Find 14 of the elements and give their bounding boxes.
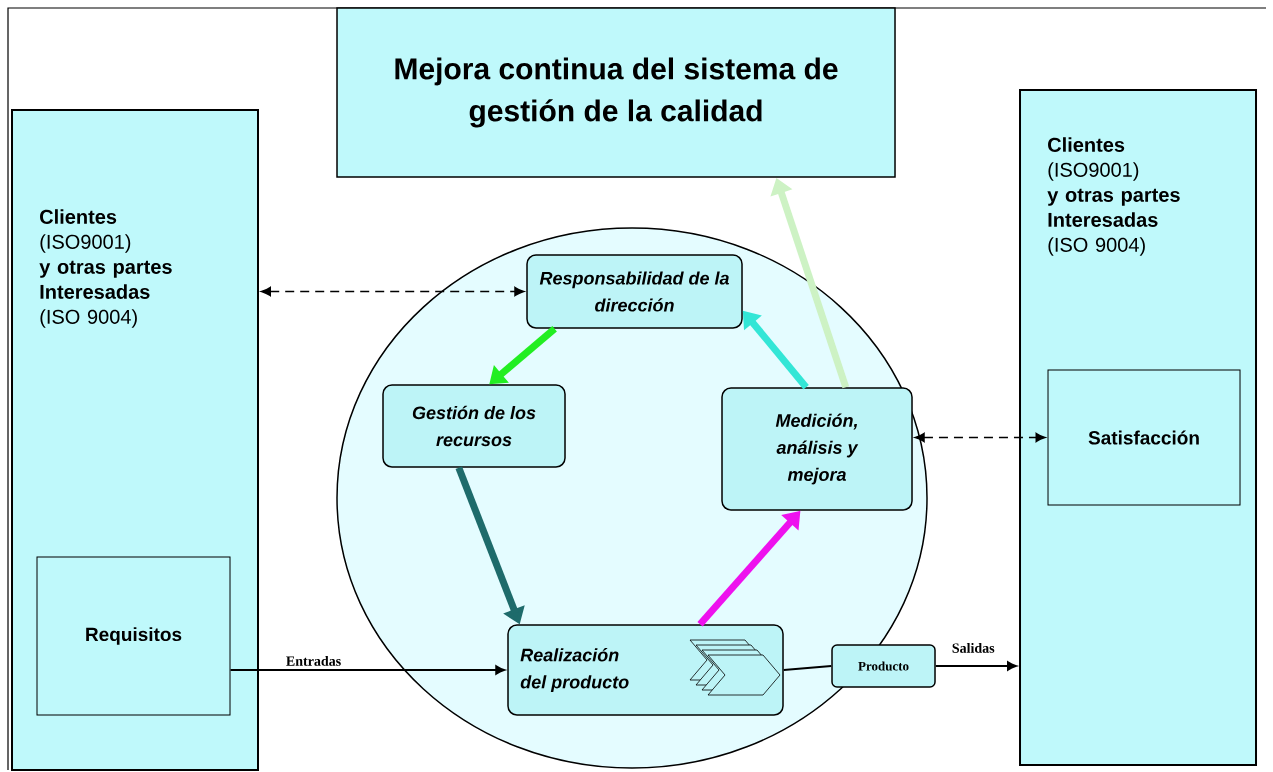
arrow [914,432,1046,443]
process-box: Gestión de los recursos [382,384,566,468]
arrow [934,661,1017,671]
product-box: Producto [831,644,936,688]
edge-label: Salidas [952,642,995,653]
arrow [229,665,505,675]
title-box: Mejora continua del sistema de gestión de la calidad [336,7,896,178]
satisfaction-box: Satisfacción [1047,369,1241,506]
arrow [260,286,525,297]
edge-label: Entradas [286,655,341,666]
process-box: Responsabilidad de la dirección [526,254,743,329]
connector-line [782,665,833,671]
requirements-box: Requisitos [36,556,231,716]
process-box: Medición, análisis y mejora [721,387,913,511]
